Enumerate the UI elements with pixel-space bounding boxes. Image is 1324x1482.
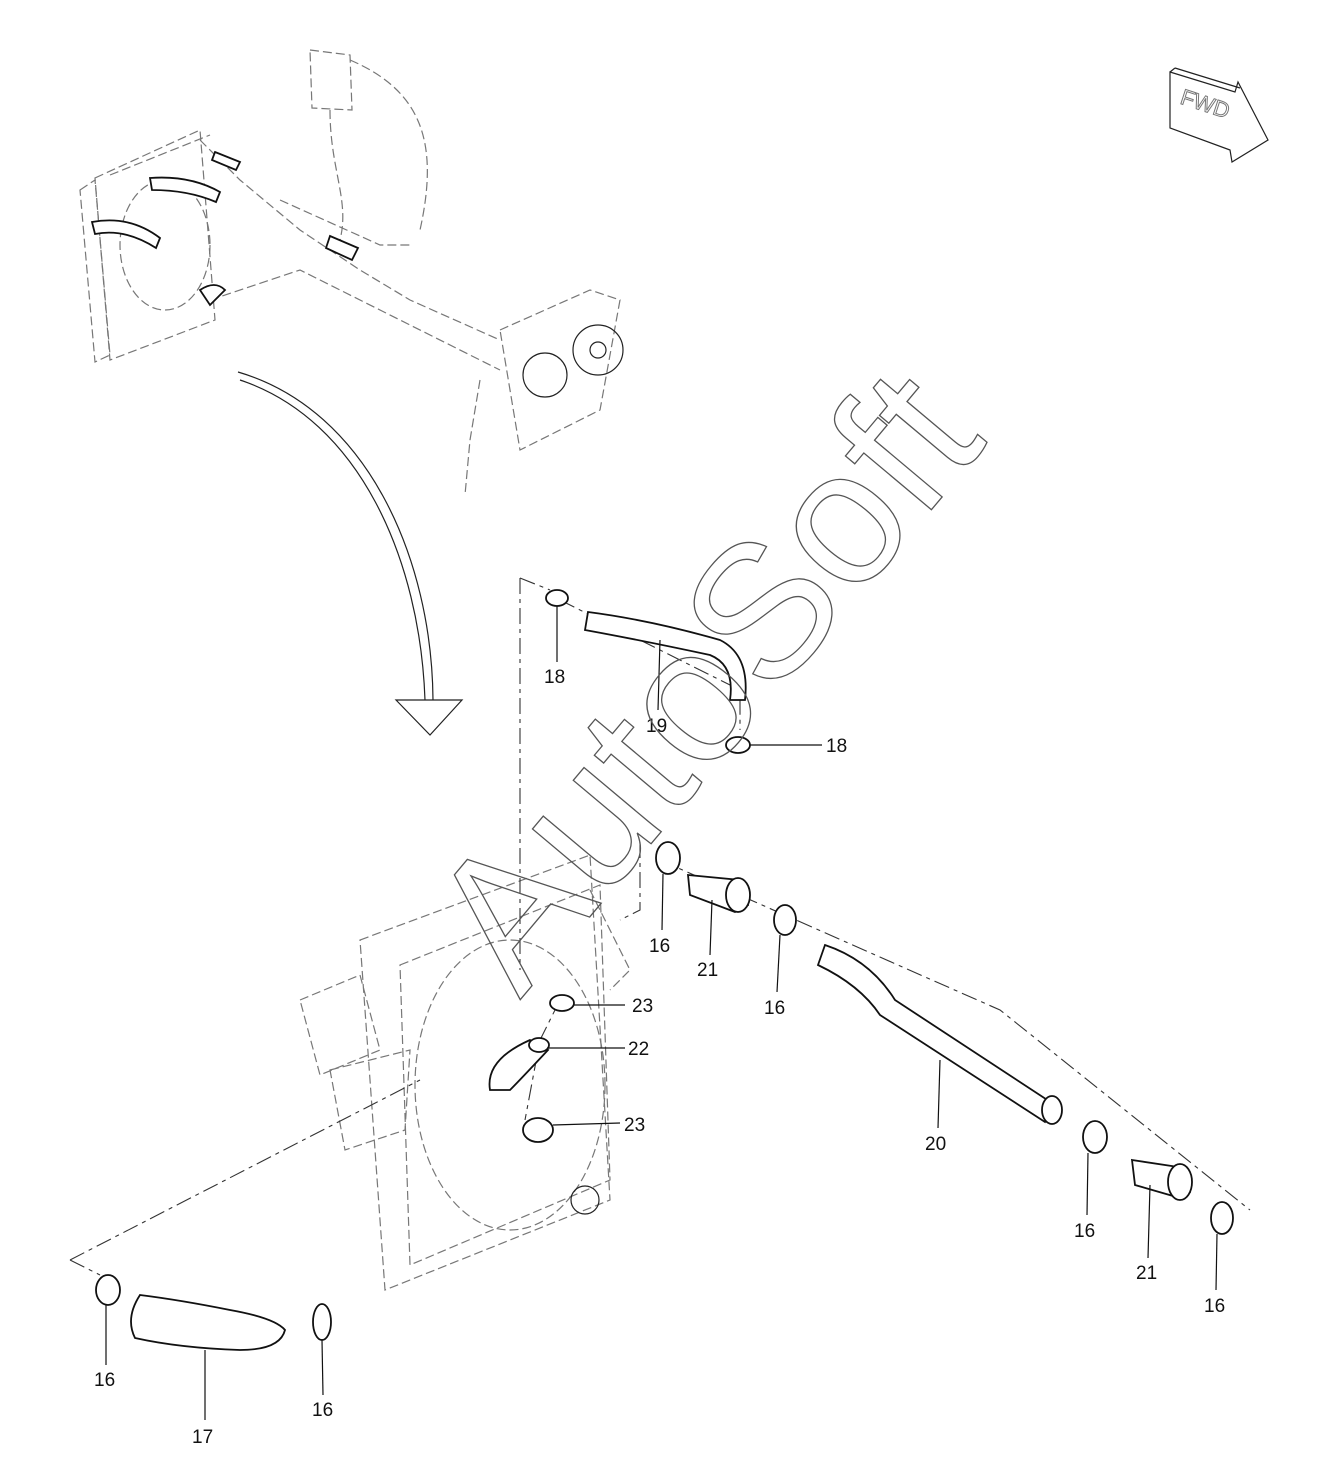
callout-22: 22 [628, 1039, 649, 1060]
clamp-16-e [95, 1274, 121, 1306]
tube-20 [816, 943, 1057, 1124]
hose-19 [583, 610, 747, 701]
autosoft-watermark: AutoSoft [389, 332, 1020, 1027]
clamp-16-a [655, 841, 681, 875]
callout-16-f: 16 [312, 1400, 333, 1421]
callout-16-e: 16 [94, 1370, 115, 1391]
callout-16-b: 16 [764, 998, 785, 1019]
clamp-23-upper [549, 994, 575, 1012]
callout-23-upper: 23 [632, 996, 653, 1017]
callout-23-lower: 23 [624, 1115, 645, 1136]
clamp-16-f [312, 1303, 332, 1341]
callout-18-lower: 18 [826, 736, 847, 757]
callout-18-upper: 18 [544, 667, 565, 688]
callout-16-d: 16 [1204, 1296, 1225, 1317]
parts [95, 589, 1234, 1351]
callout-16-a: 16 [649, 936, 670, 957]
clamp-16-c [1082, 1120, 1108, 1154]
fwd-label: FWD [1178, 84, 1233, 123]
forward-direction-arrow-icon: FWD [1169, 67, 1269, 163]
callout-17: 17 [192, 1427, 213, 1448]
callout-20: 20 [925, 1134, 946, 1155]
callout-16-c: 16 [1074, 1221, 1095, 1242]
clamp-16-b [773, 904, 797, 936]
clamp-23-lower [522, 1117, 554, 1143]
radiator-assembly [299, 854, 631, 1291]
leader-lines [105, 606, 1218, 1420]
overview-assembly [79, 49, 624, 496]
callout-21-a: 21 [697, 960, 718, 981]
flow-arrow [237, 371, 464, 736]
elbow-22 [488, 1038, 550, 1091]
clamp-16-d [1210, 1201, 1234, 1235]
clamp-18-upper [545, 589, 569, 607]
callout-19: 19 [646, 716, 667, 737]
hose-17 [130, 1294, 286, 1351]
callout-21-b: 21 [1136, 1263, 1157, 1284]
callout-labels: 18 19 18 16 21 16 23 22 23 20 16 21 16 1… [94, 667, 1225, 1448]
